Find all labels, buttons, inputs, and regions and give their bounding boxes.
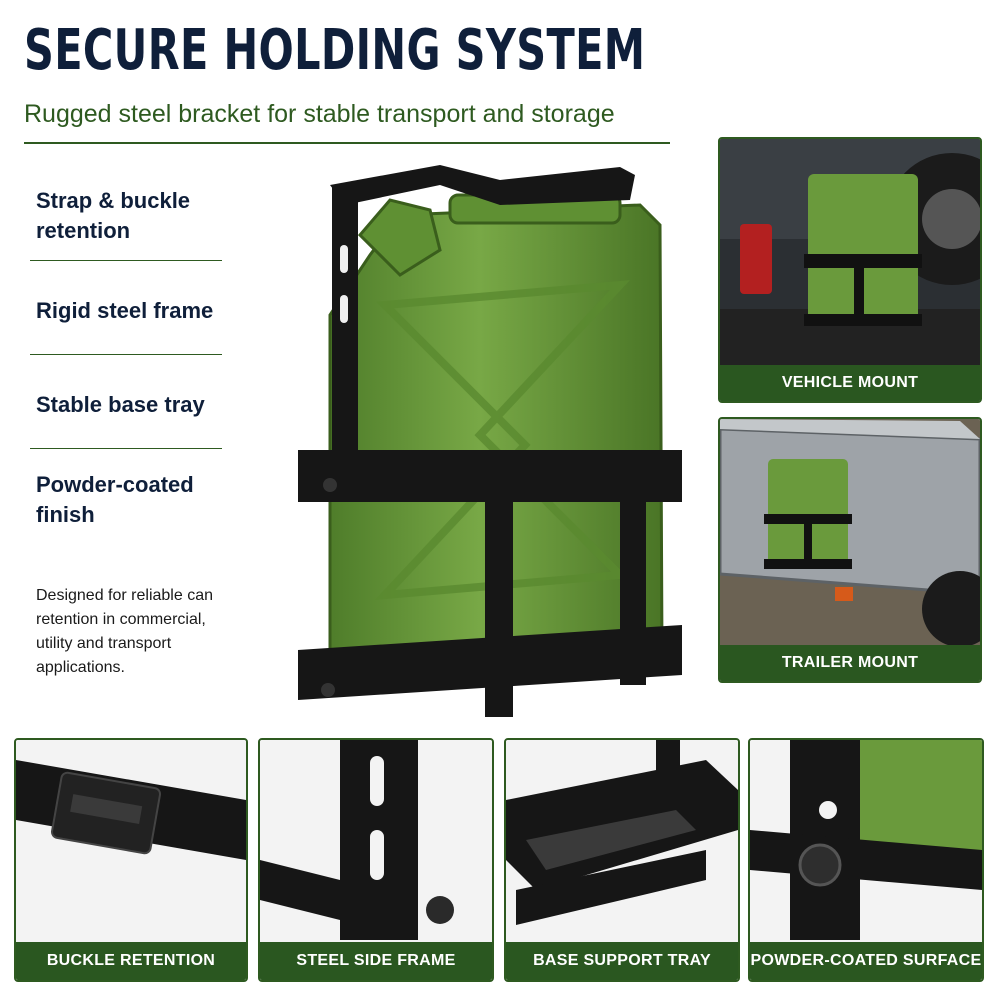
buckle-detail-caption: BUCKLE RETENTION <box>16 942 246 980</box>
feature-strap-buckle: Strap & buckle retention <box>36 188 191 243</box>
header-divider <box>24 142 670 144</box>
hero-jerry-can-image <box>290 155 690 725</box>
feature-steel-frame: Rigid steel frame <box>36 298 214 323</box>
surface-detail-caption: POWDER-COATED SURFACE <box>750 942 982 980</box>
side-frame-detail-image <box>260 740 492 980</box>
vehicle-mount-panel: VEHICLE MOUNT <box>718 137 982 403</box>
surface-detail-panel: POWDER-COATED SURFACE <box>748 738 984 982</box>
product-description: Designed for reliable can retention in c… <box>36 587 213 676</box>
base-tray-detail-panel: BASE SUPPORT TRAY <box>504 738 740 982</box>
page-title: SECURE HOLDING SYSTEM <box>24 18 646 83</box>
page-subtitle: Rugged steel bracket for stable transpor… <box>24 100 615 128</box>
feature-powder-coat: Powder-coated finish <box>36 472 194 527</box>
trailer-mount-panel: TRAILER MOUNT <box>718 417 982 683</box>
buckle-detail-image <box>16 740 246 980</box>
buckle-detail-panel: BUCKLE RETENTION <box>14 738 248 982</box>
vehicle-mount-image <box>720 139 980 401</box>
feature-divider <box>30 260 222 261</box>
feature-base-tray: Stable base tray <box>36 392 205 417</box>
feature-divider <box>30 448 222 449</box>
base-tray-detail-caption: BASE SUPPORT TRAY <box>506 942 738 980</box>
side-frame-detail-panel: STEEL SIDE FRAME <box>258 738 494 982</box>
vehicle-mount-caption: VEHICLE MOUNT <box>720 365 980 401</box>
trailer-mount-image <box>720 419 980 681</box>
side-frame-detail-caption: STEEL SIDE FRAME <box>260 942 492 980</box>
trailer-mount-caption: TRAILER MOUNT <box>720 645 980 681</box>
feature-divider <box>30 354 222 355</box>
base-tray-detail-image <box>506 740 738 980</box>
surface-detail-image <box>750 740 982 980</box>
